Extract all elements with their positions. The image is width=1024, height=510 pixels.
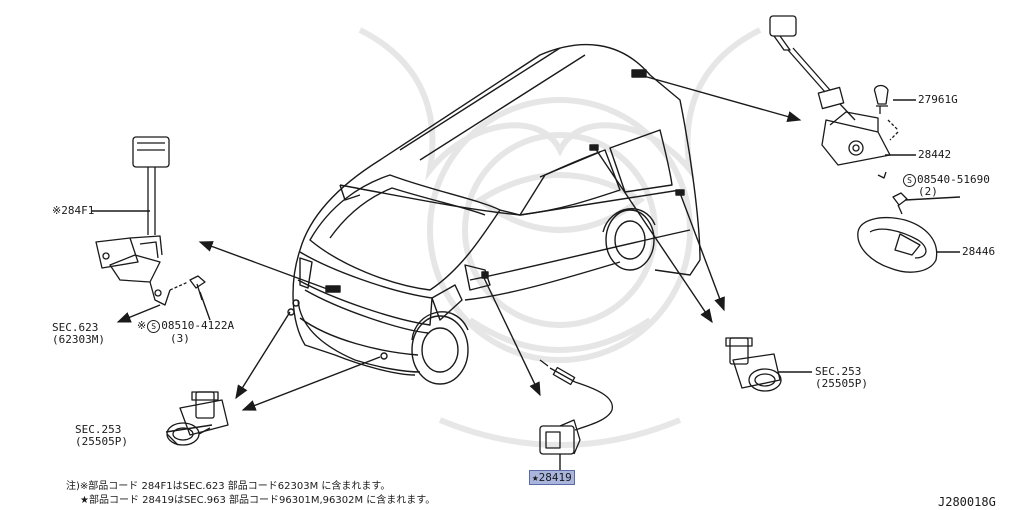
circle-s-icon: S bbox=[147, 320, 161, 333]
label-sec253-left: SEC.253 bbox=[75, 423, 122, 436]
diagram-code: J280018G bbox=[938, 495, 996, 509]
leader-lines bbox=[92, 74, 961, 470]
label-clip: 27961G bbox=[918, 93, 958, 106]
label-sec253-left-sub: (25505P) bbox=[75, 435, 128, 448]
footnote-1: 注)※部品コード 284F1はSEC.623 部品コード62303M に含まれま… bbox=[66, 481, 391, 492]
label-sec253-right-sub: (25505P) bbox=[815, 377, 868, 390]
label-side-camera: ★28419 bbox=[529, 470, 575, 485]
side-camera-highlight: ★28419 bbox=[529, 470, 575, 485]
label-cover: 28446 bbox=[962, 245, 996, 258]
circle-s-icon: S bbox=[903, 174, 916, 187]
label-sec253-right: SEC.253 bbox=[815, 365, 862, 378]
label-rear-bolt-qty: (3) bbox=[170, 332, 190, 345]
van-illustration bbox=[287, 43, 701, 385]
label-front-bolt-qty: (2) bbox=[918, 185, 938, 198]
side-camera-part bbox=[539, 359, 613, 455]
label-sec623: SEC.623 bbox=[52, 321, 99, 334]
front-bolt-number: 08540-51690 bbox=[917, 173, 990, 186]
rear-camera-part bbox=[95, 136, 206, 306]
rear-bolt-prefix: ※ bbox=[137, 319, 147, 332]
rear-bolt-number: 08510-4122A bbox=[161, 319, 235, 332]
label-rear-camera: ※284F1 bbox=[52, 204, 95, 217]
label-front-camera: 28442 bbox=[918, 148, 952, 161]
footnote-2: ★部品コード 28419はSEC.963 部品コード96301M,96302M … bbox=[80, 495, 436, 506]
label-sec623-sub: (62303M) bbox=[52, 333, 105, 346]
right-sonar-sensor bbox=[725, 337, 782, 392]
left-sonar-sensor bbox=[166, 391, 229, 446]
front-camera-assembly bbox=[769, 15, 938, 273]
